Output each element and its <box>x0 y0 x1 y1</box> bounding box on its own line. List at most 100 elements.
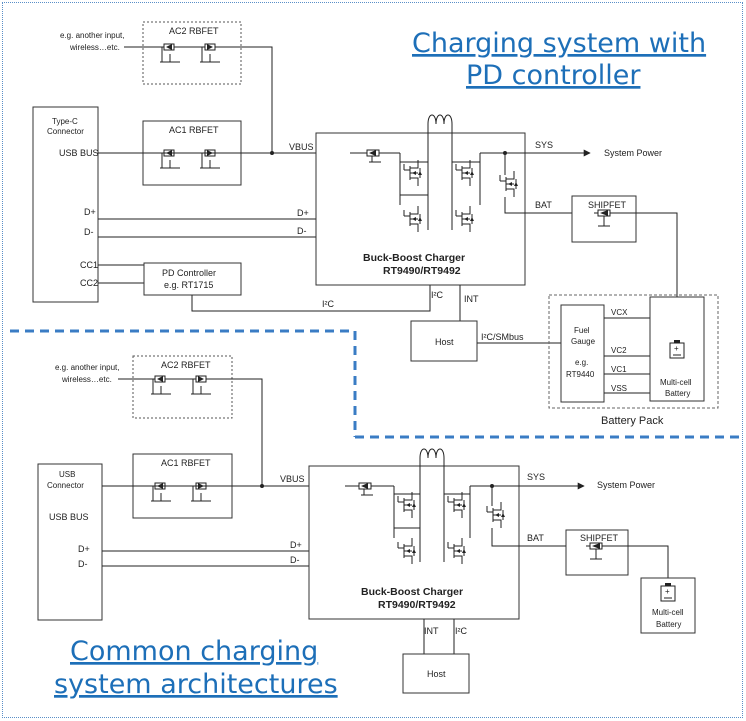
fuel-gauge-label-2: Gauge <box>571 337 596 346</box>
battery-top-label-2: Battery <box>665 389 690 398</box>
host-b-wires <box>423 619 455 654</box>
data-b-lines <box>102 550 309 567</box>
d-minus-pin-b-label: D- <box>78 559 88 569</box>
i2c-pd-wire <box>191 285 431 312</box>
charger-label-1: Buck-Boost Charger <box>363 252 465 264</box>
title-top-line1: Charging system with <box>412 28 706 59</box>
right-leg <box>451 153 481 230</box>
usb-bus-b-label: USB BUS <box>49 512 89 522</box>
battery-bottom-label-2: Battery <box>656 620 681 629</box>
charger-b-label-1: Buck-Boost Charger <box>361 586 463 598</box>
left-leg <box>399 153 429 230</box>
battery-top-label-1: Multi-cell <box>660 378 692 387</box>
left-leg-b <box>393 486 421 562</box>
shipfet-b-box <box>565 529 629 576</box>
type-c-connector <box>32 106 99 303</box>
title-top-line2: PD controller <box>466 60 641 91</box>
i2c-b-label: I²C <box>455 626 467 636</box>
vcx-label: VCX <box>611 308 628 317</box>
charger-b-input-fet <box>345 482 394 496</box>
host-top-label: Host <box>435 337 454 347</box>
d-plus-pin-b-label: D+ <box>78 544 90 554</box>
gauge-wires <box>604 317 650 394</box>
shipfet-symbol <box>594 209 614 227</box>
host-bottom-label: Host <box>427 669 446 679</box>
d-plus-b-label: D+ <box>290 540 302 550</box>
pd-controller-part: e.g. RT1715 <box>164 280 213 290</box>
i2c-host-label: I²C <box>431 290 443 300</box>
bat-label: BAT <box>535 200 552 210</box>
system-power-b-label: System Power <box>597 480 655 490</box>
pd-controller-label: PD Controller <box>162 268 216 278</box>
title-bottom-line2: system architectures <box>54 669 338 700</box>
charger-input-fet <box>350 149 400 163</box>
battery-bottom-label-1: Multi-cell <box>652 608 684 617</box>
battery-pack-outline <box>548 294 719 409</box>
ac2-b-fet-right <box>191 375 211 395</box>
bat-b-wire <box>491 528 596 547</box>
sys-b-label: SYS <box>527 472 545 482</box>
sys-label: SYS <box>535 140 553 150</box>
ac2-rbfet-box <box>142 21 242 85</box>
int-label: INT <box>464 294 479 304</box>
charger-block <box>315 132 526 286</box>
ac1-rbfet-label: AC1 RBFET <box>169 125 219 135</box>
int-b-label: INT <box>424 626 439 636</box>
charger-b-label-2: RT9490/RT9492 <box>378 599 456 611</box>
shipfet-b-symbol <box>586 542 606 560</box>
connector-label-1: Type-C <box>52 117 78 126</box>
ac2-wire <box>150 46 273 153</box>
vbus-junction <box>270 151 274 155</box>
d-minus-pin-label: D- <box>84 227 94 237</box>
other-input-b-label-1: e.g. another input, <box>55 363 120 372</box>
vss-label: VSS <box>611 384 627 393</box>
host-top <box>410 320 478 362</box>
vc1-label: VC1 <box>611 365 627 374</box>
usb-connector-label-2: Connector <box>47 481 84 490</box>
usb-connector <box>37 463 103 621</box>
right-leg-b <box>443 486 471 562</box>
fuel-gauge-label-4: RT9440 <box>566 370 595 379</box>
svg-text:+: + <box>665 587 670 596</box>
battery-icon-top: + <box>669 340 685 359</box>
d-minus-label: D- <box>297 226 307 236</box>
other-input-label-2: wireless…etc. <box>69 43 120 52</box>
ac2-b-wire <box>140 378 263 486</box>
d-minus-b-label: D- <box>290 555 300 565</box>
other-input-label-1: e.g. another input, <box>60 31 125 40</box>
title-bottom-line1: Common charging <box>70 636 318 667</box>
ac2-fet-right <box>200 43 220 63</box>
other-input-b-label-2: wireless…etc. <box>61 375 112 384</box>
shipfet-b-to-battery <box>606 545 669 578</box>
inductor-b <box>419 448 445 492</box>
section-divider <box>10 329 740 439</box>
i2c-pd-label: I²C <box>322 299 334 309</box>
ac2-rbfet-b-box <box>132 355 233 419</box>
cc1-pin-label: CC1 <box>80 260 98 270</box>
inductor <box>427 114 453 160</box>
vbus-label: VBUS <box>289 142 314 152</box>
d-plus-label: D+ <box>297 208 309 218</box>
charger-label-2: RT9490/RT9492 <box>383 265 461 277</box>
battery-pack-label: Battery Pack <box>601 415 664 427</box>
bat-b-label: BAT <box>527 533 544 543</box>
vbus-b-label: VBUS <box>280 474 305 484</box>
charger-b-block <box>308 465 520 620</box>
ac1-rbfet-b-label: AC1 RBFET <box>161 458 211 468</box>
svg-text:+: + <box>674 344 679 353</box>
system-power-label: System Power <box>604 148 662 158</box>
shipfet-to-battery <box>614 212 678 297</box>
vbus-b-junction <box>260 484 264 488</box>
data-lines <box>98 218 316 238</box>
connector-label-2: Connector <box>47 127 84 136</box>
d-plus-pin-label: D+ <box>84 207 96 217</box>
fuel-gauge-label-1: Fuel <box>574 326 590 335</box>
ac2-b-fet-left <box>151 375 171 395</box>
fuel-gauge <box>560 304 605 403</box>
fuel-gauge-label-3: e.g. <box>575 358 588 367</box>
shipfet-label: SHIPFET <box>588 200 627 210</box>
cc-wires <box>98 264 144 284</box>
battery-icon-bottom: + <box>660 583 676 602</box>
